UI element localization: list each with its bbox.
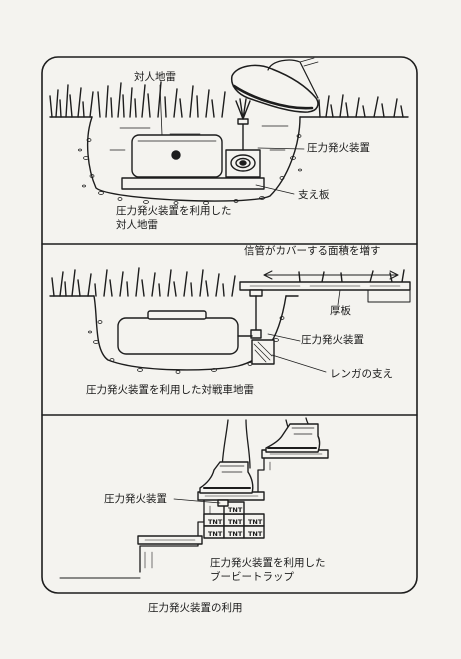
label-brick-support: レンガの支え	[330, 368, 393, 380]
tnt-label: TNT	[228, 518, 243, 526]
tnt-label: TNT	[248, 530, 263, 538]
tnt-stack	[203, 501, 265, 539]
panel1-drawing	[49, 57, 409, 205]
legs	[221, 417, 319, 473]
panel2-drawing	[49, 267, 411, 374]
caption-panel2: 圧力発火装置を利用した対戦車地雷	[86, 384, 254, 396]
antitank-mine-body	[117, 317, 239, 355]
label-antipersonnel-mine: 対人地雷	[134, 71, 176, 83]
tnt-label: TNT	[208, 518, 223, 526]
label-pressure-fuse-1: 圧力発火装置	[307, 142, 370, 154]
label-pressure-fuse-2: 圧力発火装置	[301, 334, 364, 346]
tnt-label: TNT	[208, 530, 223, 538]
caption-panel3-line1: 圧力発火装置を利用した	[210, 557, 326, 569]
brick-support	[251, 339, 275, 365]
pit1-outline	[87, 116, 301, 202]
rear-boot	[265, 423, 321, 453]
caption-panel1-line2: 対人地雷	[116, 219, 158, 231]
label-coverage-area: 信管がカバーする面積を増す	[244, 245, 381, 257]
caption-panel3-line2: ブービートラップ	[210, 571, 294, 583]
panel3-drawing	[59, 417, 329, 579]
tnt-label: TNT	[228, 530, 243, 538]
label-thick-plank: 厚板	[330, 305, 351, 317]
tnt-label: TNT	[248, 518, 263, 526]
boot-outline	[230, 64, 319, 113]
label-support-board: 支え板	[298, 189, 330, 201]
label-pressure-fuse-3: 圧力発火装置	[104, 493, 167, 505]
figure-caption: 圧力発火装置の利用	[148, 602, 243, 614]
support-board	[121, 177, 265, 190]
panel-frame	[41, 56, 418, 594]
tnt-label: TNT	[228, 506, 243, 514]
caption-panel1-line1: 圧力発火装置を利用した	[116, 205, 232, 217]
front-boot	[199, 461, 254, 494]
